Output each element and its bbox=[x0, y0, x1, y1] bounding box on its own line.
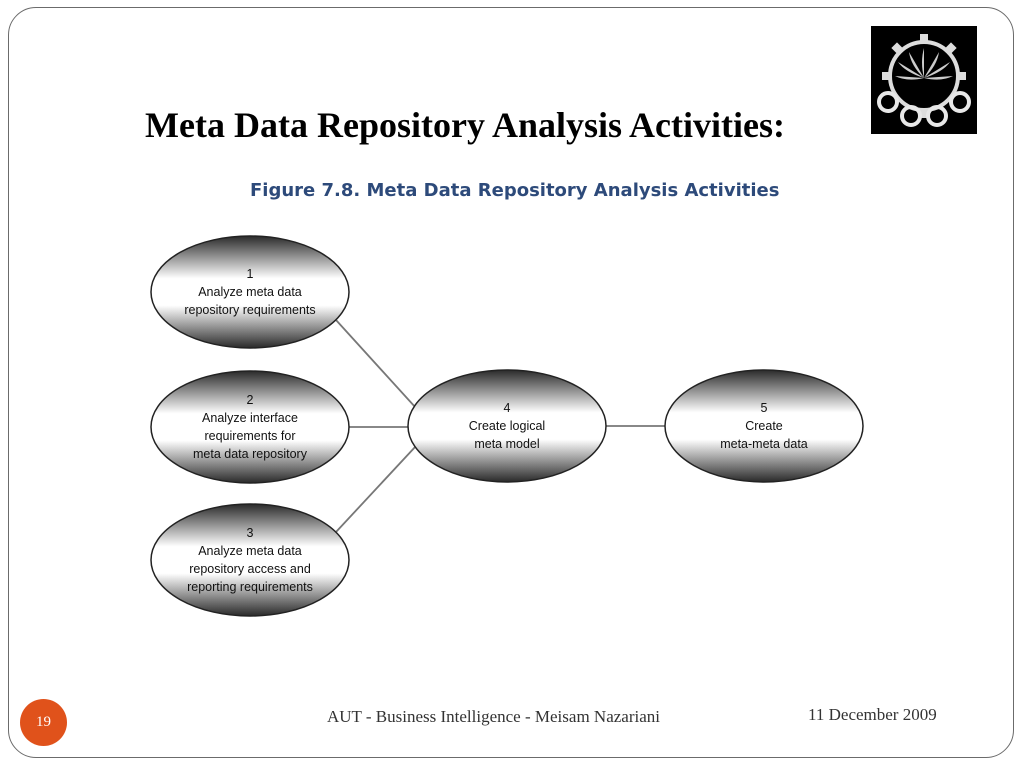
activity-label-line: reporting requirements bbox=[187, 580, 313, 594]
activity-number: 1 bbox=[247, 267, 254, 281]
activity-label-line: repository requirements bbox=[184, 303, 315, 317]
activity-label-line: Create logical bbox=[469, 419, 545, 433]
activity-ellipse bbox=[150, 503, 350, 617]
activity-ellipse bbox=[150, 235, 350, 349]
activity-label-line: Analyze meta data bbox=[198, 285, 302, 299]
slide-title: Meta Data Repository Analysis Activities… bbox=[145, 105, 785, 145]
activity-label-line: repository access and bbox=[189, 562, 311, 576]
activity-number: 5 bbox=[761, 401, 768, 415]
activity-ellipse bbox=[664, 369, 864, 483]
activity-ellipse bbox=[150, 370, 350, 484]
activity-ellipse bbox=[407, 369, 607, 483]
activity-label-line: meta-meta data bbox=[720, 437, 808, 451]
activity-label-line: Create bbox=[745, 419, 783, 433]
page-number-badge: 19 bbox=[20, 699, 67, 746]
activity-label-line: requirements for bbox=[204, 429, 295, 443]
footer-date: 11 December 2009 bbox=[808, 705, 937, 724]
activity-label-line: Analyze meta data bbox=[198, 544, 302, 558]
connector-n1-n4 bbox=[335, 319, 417, 409]
activity-label-line: Analyze interface bbox=[202, 411, 298, 425]
connector-n3-n4 bbox=[335, 445, 417, 533]
activity-number: 4 bbox=[504, 401, 511, 415]
university-seal-icon bbox=[871, 26, 977, 134]
activity-number: 3 bbox=[247, 526, 254, 540]
activity-number: 2 bbox=[247, 393, 254, 407]
footer-text: AUT - Business Intelligence - Meisam Naz… bbox=[327, 707, 660, 726]
figure-caption: Figure 7.8. Meta Data Repository Analysi… bbox=[250, 180, 780, 201]
activity-label-line: meta data repository bbox=[193, 447, 308, 461]
activity-label-line: meta model bbox=[474, 437, 539, 451]
